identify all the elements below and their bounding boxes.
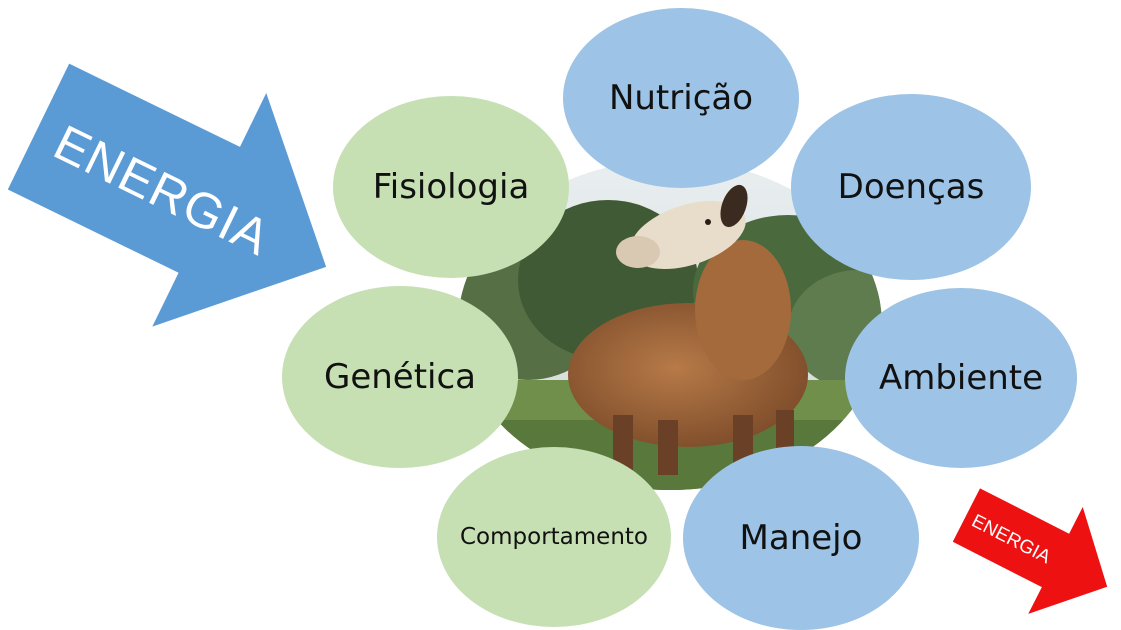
factor-label: Genética	[323, 357, 477, 397]
factor-label: Fisiologia	[372, 167, 530, 207]
energy-input-arrow: ENERGIA	[7, 63, 327, 327]
factor-label: Nutrição	[608, 78, 754, 118]
factor-manejo: Manejo	[683, 446, 919, 630]
factor-label: Comportamento	[460, 524, 648, 550]
factor-label: Manejo	[739, 518, 863, 558]
energy-output-arrow: ENERGIA	[952, 488, 1108, 614]
factor-doencas: Doenças	[791, 94, 1031, 280]
factor-fisiologia: Fisiologia	[333, 96, 569, 278]
factor-ambiente: Ambiente	[845, 288, 1077, 468]
factor-genetica: Genética	[282, 286, 518, 468]
factor-label: Doenças	[837, 167, 985, 207]
factor-comportamento: Comportamento	[437, 447, 671, 627]
factor-label: Ambiente	[878, 358, 1044, 398]
energy-output-arrow-shape	[952, 488, 1108, 614]
energy-input-arrow-shape	[7, 63, 327, 327]
factor-nutricao: Nutrição	[563, 8, 799, 188]
